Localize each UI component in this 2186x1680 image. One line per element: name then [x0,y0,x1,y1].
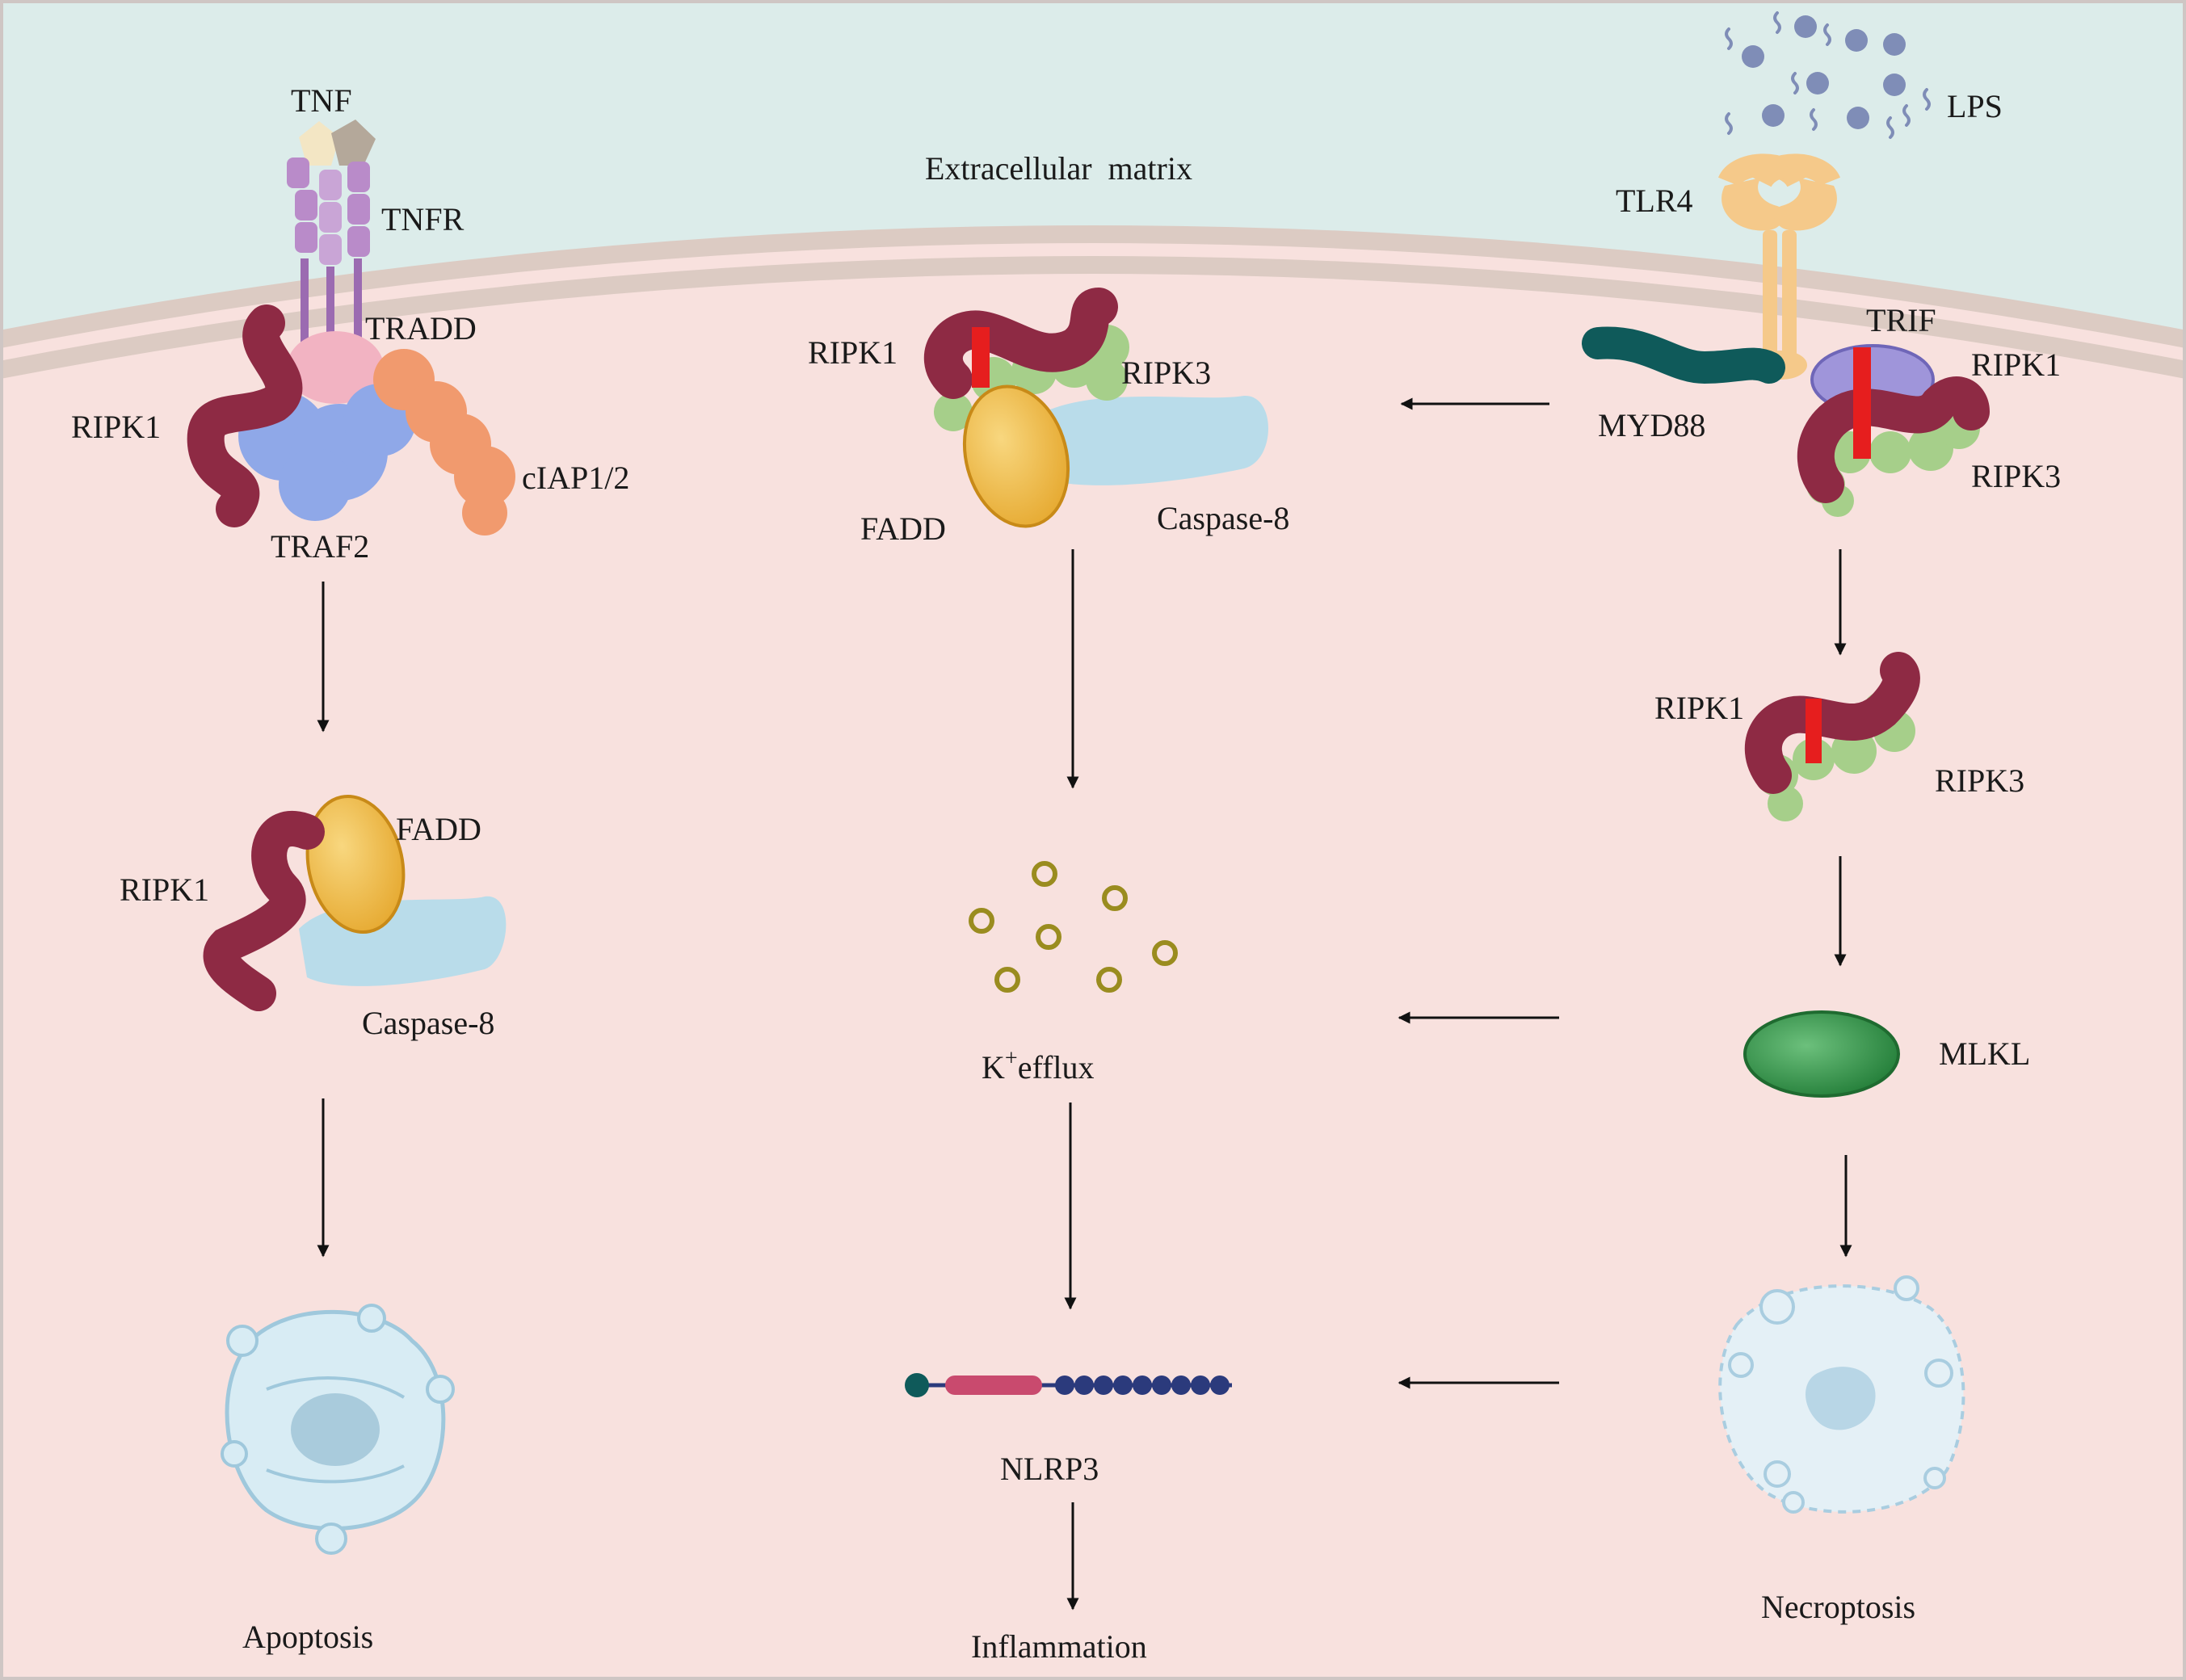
ripk1-mid-chain [923,288,1118,399]
label-k-efflux: K+efflux [982,1046,1094,1086]
ripk1-left-chain [187,304,303,527]
fadd-left-shape [305,794,406,934]
label-lps: LPS [1947,88,2003,124]
label-fadd-mid: FADD [860,510,946,547]
label-tradd: TRADD [365,310,477,346]
label-nlrp3: NLRP3 [1000,1451,1099,1487]
apoptotic-cell [221,1304,455,1555]
label-ripk3-mid: RIPK3 [1121,355,1211,391]
label-caspase8-left: Caspase-8 [362,1005,494,1041]
necroptotic-cell [1718,1275,1965,1514]
label-trif: TRIF [1866,302,1936,338]
label-myd88: MYD88 [1598,407,1705,443]
ciap-protein [373,349,515,536]
k-ions [969,861,1178,993]
caspase8-mid-shape [1022,395,1268,485]
label-tnfr: TNFR [381,201,465,237]
label-fadd-left: FADD [396,811,481,847]
cell-membrane-inner [0,256,2186,379]
cell-membrane-outer [0,225,2186,348]
red-linker-mid [972,327,990,388]
ripk1-right-chain [1797,376,1990,503]
fadd-mid-shape [962,384,1070,528]
label-ripk1-left: RIPK1 [71,409,161,445]
label-traf2: TRAF2 [271,528,369,565]
label-extracellular-matrix: Extracellular matrix [925,150,1192,187]
label-ripk1-left2: RIPK1 [120,872,209,908]
label-ripk1-right2: RIPK1 [1654,690,1744,726]
myd88-protein [1582,326,1785,384]
nlrp3-protein [905,1373,1232,1397]
label-tnf: TNF [291,82,352,119]
tnf-ligand [299,120,376,166]
label-ripk1-mid: RIPK1 [808,334,898,371]
label-inflammation: Inflammation [971,1628,1147,1665]
lps-molecules [1725,11,1931,139]
label-ripk1-right: RIPK1 [1971,346,2061,383]
red-linker-right [1853,347,1871,459]
ripk1-right2-chain [1744,652,1920,794]
label-necroptosis: Necroptosis [1761,1589,1915,1625]
mlkl-protein [1743,1010,1900,1098]
label-apoptosis: Apoptosis [242,1619,373,1655]
label-ripk3-right: RIPK3 [1971,458,2061,494]
ripk1-left2-chain [203,811,325,1011]
label-tlr4: TLR4 [1616,183,1693,219]
tnfr-receptor [287,158,370,388]
tradd-protein [287,331,384,404]
label-ripk3-right2: RIPK3 [1935,762,2024,799]
label-mlkl: MLKL [1939,1035,2030,1072]
label-ciap: cIAP1/2 [522,460,629,496]
red-linker-right2 [1806,699,1822,763]
label-caspase8-mid: Caspase-8 [1157,500,1289,536]
